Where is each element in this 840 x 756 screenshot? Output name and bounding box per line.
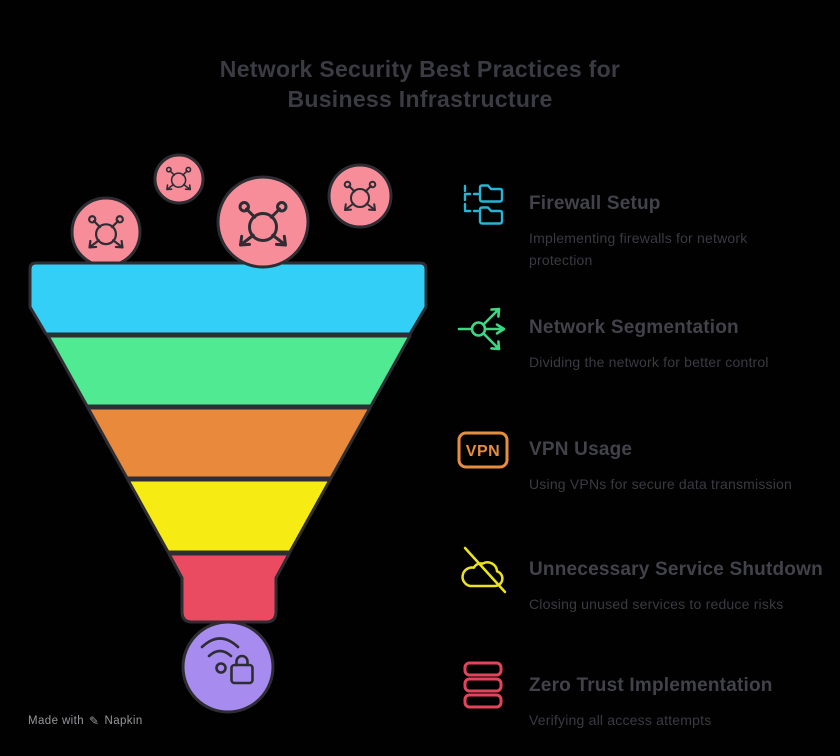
item-description: Verifying all access attempts [529,712,712,728]
list-item-service-shutdown: Unnecessary Service Shutdown Closing unu… [455,540,829,615]
funnel-outlet [181,620,275,714]
vpn-badge-icon: VPN [457,431,509,469]
page-title: Network Security Best Practices for Busi… [0,54,840,114]
page-title-line1: Network Security Best Practices for [219,56,621,82]
wifi-lock-icon [200,637,254,685]
page-title-line2: Business Infrastructure [287,86,553,112]
item-description: Implementing firewalls for network prote… [529,230,748,268]
item-title: Unnecessary Service Shutdown [529,559,823,580]
funnel-layer-5 [167,552,291,624]
folder-network-icon [463,184,504,225]
outlet-circle [181,620,275,714]
item-text-block: Firewall Setup Implementing firewalls fo… [529,174,829,271]
item-description: Using VPNs for secure data transmission [529,476,793,492]
footer-prefix: Made with [28,715,85,727]
napkin-branding[interactable]: Made with ✎ Napkin [28,714,143,728]
funnel-layer-1 [28,261,428,336]
list-item-zero-trust: Zero Trust Implementation Verifying all … [455,656,829,731]
item-text-block: VPN Usage Using VPNs for secure data tra… [529,420,829,495]
list-item-network-segmentation: Network Segmentation Dividing the networ… [455,298,829,373]
drop-circles [70,153,393,268]
drop-circle-4 [327,163,393,229]
drop-circle-1 [70,196,142,268]
server-stack-icon [463,661,503,709]
drop-circle-3 [216,175,310,269]
funnel-layer-2 [46,334,412,408]
drop-circle-2 [153,153,205,205]
item-text-block: Network Segmentation Dividing the networ… [529,298,829,373]
item-text-block: Zero Trust Implementation Verifying all … [529,656,829,731]
list-item-firewall-setup: Firewall Setup Implementing firewalls fo… [455,174,829,271]
vpn-badge-text: VPN [466,443,500,460]
item-title: Zero Trust Implementation [529,675,773,696]
funnel-layers [28,175,428,624]
funnel-layer-3 [86,406,372,480]
item-description: Closing unused services to reduce risks [529,596,784,612]
item-text-block: Unnecessary Service Shutdown Closing unu… [529,540,829,615]
funnel-layer-4 [126,478,332,554]
branch-arrows-icon [457,307,506,351]
item-description: Dividing the network for better control [529,354,769,370]
funnel-diagram [28,153,428,714]
item-title: Network Segmentation [529,317,739,338]
list-item-vpn-usage: VPN VPN Usage Using VPNs for secure data… [455,420,829,495]
footer-brand: Napkin [104,715,143,727]
cloud-off-icon [461,546,507,594]
pen-icon: ✎ [89,714,100,728]
item-title: VPN Usage [529,439,633,460]
item-title: Firewall Setup [529,193,661,214]
